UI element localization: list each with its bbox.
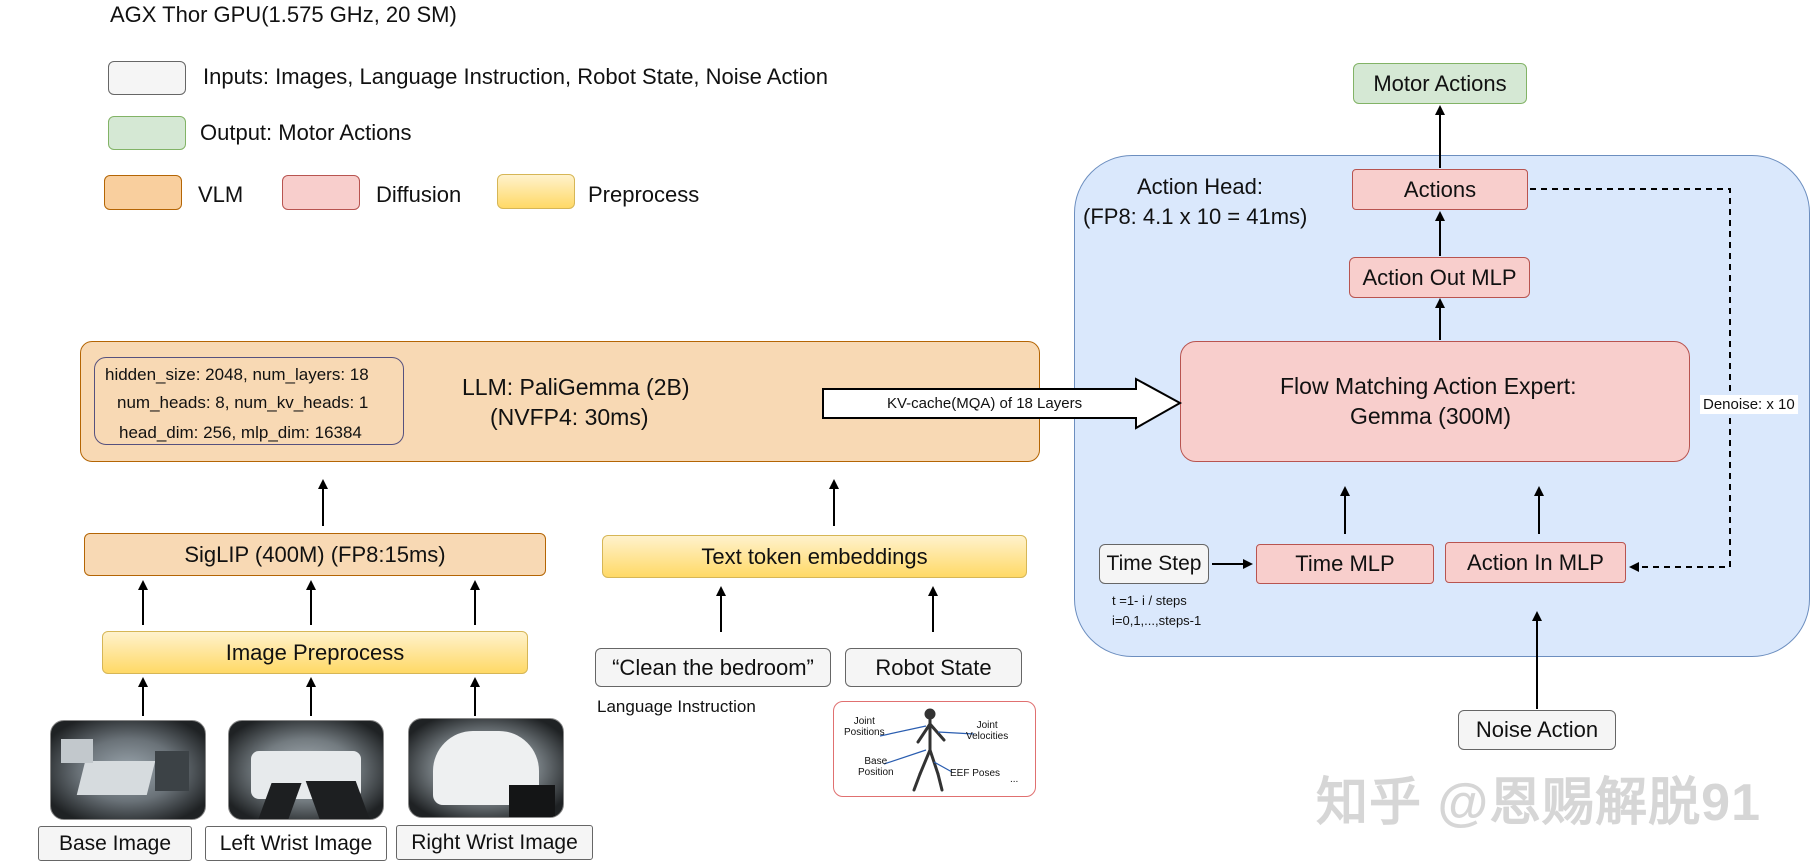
time-formula-line1: t =1- i / steps [1112,593,1187,608]
legend-diffusion-label: Diffusion [376,182,462,207]
time-formula-line2: i=0,1,...,steps-1 [1112,613,1202,628]
time-step-input: Time Step [1099,544,1209,584]
robot-joint-velocities-label: Joint Velocities [966,720,1009,742]
kv-cache-label: KV-cache(MQA) of 18 Layers [887,395,1083,412]
image-preprocess-block: Image Preprocess [102,631,528,674]
llm-config-box [94,357,404,445]
left-wrist-image-label: Left Wrist Image [205,826,387,861]
time-mlp-block: Time MLP [1256,544,1434,584]
legend-diffusion-swatch [282,175,360,210]
action-head-latency: (FP8: 4.1 x 10 = 41ms) [1083,204,1308,229]
noise-action-input: Noise Action [1458,710,1616,750]
llm-latency: (NVFP4: 30ms) [490,404,649,430]
robot-eef-poses-label: EEF Poses [950,768,1001,779]
right-wrist-image-label: Right Wrist Image [396,825,593,860]
base-image-photo [50,720,206,820]
kv-cache-arrow [822,377,1183,430]
llm-config-line2: num_heads: 8, num_kv_heads: 1 [117,393,369,412]
legend-inputs-swatch [108,61,186,95]
actions-block: Actions [1352,169,1528,210]
action-out-mlp-block: Action Out MLP [1349,257,1530,298]
action-in-mlp-block: Action In MLP [1445,542,1626,583]
text-embeddings-block: Text token embeddings [602,535,1027,578]
robot-joint-positions-label: Joint Positions [844,716,885,738]
flow-matching-expert-title: Flow Matching Action Expert: [1280,373,1577,399]
language-instruction-caption: Language Instruction [597,697,756,716]
legend-output-swatch [108,116,186,150]
denoise-loop-path [1530,188,1731,572]
robot-base-position-label: Base Position [858,756,894,778]
legend-inputs-label: Inputs: Images, Language Instruction, Ro… [203,64,828,89]
denoise-label: Denoise: x 10 [1700,395,1798,414]
llm-config-line3: head_dim: 256, mlp_dim: 16384 [119,423,362,442]
robot-state-figure: Joint Positions Joint Velocities Base Po… [833,701,1036,797]
right-wrist-image-photo [408,718,564,818]
motor-actions-output: Motor Actions [1353,63,1527,104]
flow-matching-expert-model: Gemma (300M) [1350,403,1512,429]
robot-state-input: Robot State [845,648,1022,687]
base-image-label: Base Image [38,826,192,861]
left-wrist-image-photo [228,720,384,820]
language-instruction-input: “Clean the bedroom” [595,648,831,687]
llm-config-line1: hidden_size: 2048, num_layers: 18 [105,365,369,384]
watermark: 知乎 @恩赐解脱91 [1316,774,1761,832]
siglip-block: SigLIP (400M) (FP8:15ms) [84,533,546,576]
flow-matching-expert-block [1180,341,1690,462]
llm-name: LLM: PaliGemma (2B) [462,374,690,400]
robot-more-label: ... [1010,774,1019,785]
legend-preprocess-label: Preprocess [588,182,700,207]
action-head-title: Action Head: [1137,174,1263,199]
robot-figure-icon [879,708,975,792]
legend-preprocess-swatch [497,174,575,209]
legend-vlm-swatch [104,175,182,210]
diagram-title: AGX Thor GPU(1.575 GHz, 20 SM) [110,2,457,27]
legend-output-label: Output: Motor Actions [200,120,412,145]
legend-vlm-label: VLM [198,182,244,207]
